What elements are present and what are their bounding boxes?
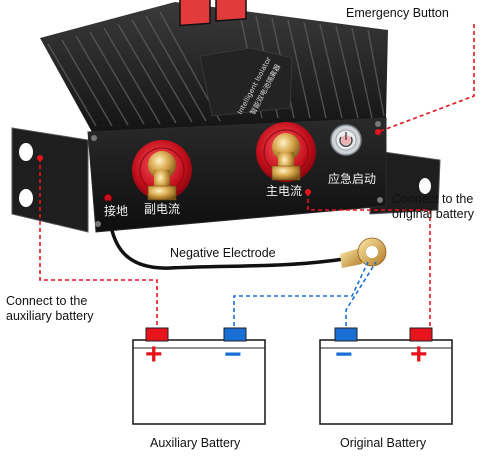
original-positive-line [307, 192, 431, 326]
connect-auxiliary-label: Connect to the auxiliary battery [6, 294, 94, 323]
mounting-flange-left [11, 127, 89, 233]
device-top [40, 0, 388, 132]
auxiliary-negative-line [233, 261, 369, 326]
emergency-button-label: Emergency Button [346, 6, 449, 20]
orig-plus-sign: + [410, 338, 428, 371]
original-battery-label: Original Battery [340, 436, 427, 450]
auxiliary-positive-line [39, 158, 158, 326]
original-battery [319, 327, 453, 425]
orig-minus-sign: − [335, 338, 353, 371]
aux-current-label: 副电流 [144, 202, 181, 216]
original-negative-line [345, 261, 377, 326]
emergency-start-label: 应急启动 [328, 172, 377, 186]
aux-minus-sign: − [224, 338, 242, 371]
emergency-button-knob [330, 124, 362, 156]
auxiliary-battery-label: Auxiliary Battery [150, 436, 241, 450]
aux-plus-sign: + [145, 338, 163, 371]
negative-electrode-label: Negative Electrode [170, 246, 276, 260]
ring-terminal-lug [340, 237, 387, 268]
auxiliary-battery [132, 327, 266, 425]
ground-label: 接地 [104, 204, 129, 218]
negative-electrode-wire [106, 200, 352, 270]
main-terminal [256, 122, 316, 182]
main-current-label: 主电流 [266, 184, 303, 198]
emergency-leader-line [377, 24, 475, 133]
aux-terminal [132, 140, 192, 201]
connect-original-label: Connect to the original battery [392, 192, 474, 221]
